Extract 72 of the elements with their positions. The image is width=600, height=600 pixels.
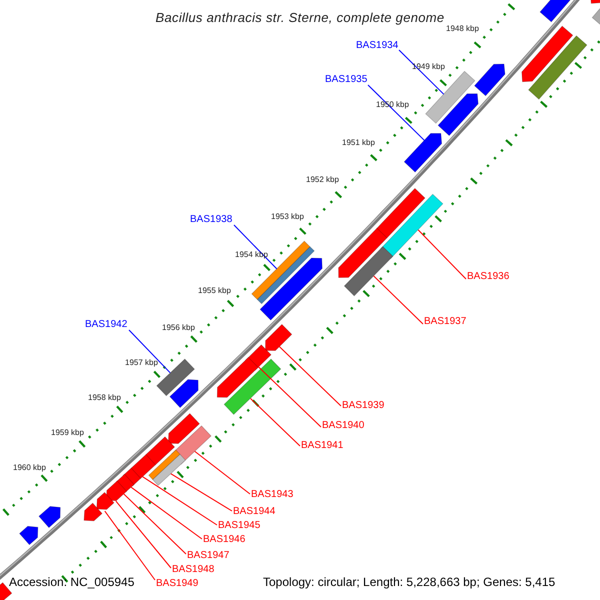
gene-label: BAS1936	[467, 271, 510, 283]
kbp-tick-label: 1960 kbp	[13, 463, 46, 473]
gene-label: BAS1948	[172, 564, 214, 576]
gene-block	[474, 64, 506, 96]
leader-line	[368, 84, 425, 141]
gene-bar	[224, 358, 282, 415]
kbp-tick-label: 1951 kbp	[342, 138, 375, 148]
gene-label: BAS1945	[218, 520, 260, 532]
gene-block	[265, 324, 292, 351]
gene-block	[404, 133, 442, 173]
gene-label: BAS1947	[187, 550, 230, 562]
gene-block	[106, 480, 128, 501]
gene-block	[168, 413, 200, 444]
leader-line	[194, 450, 250, 494]
leader-line	[170, 473, 232, 512]
kbp-tick-label: 1955 kbp	[198, 286, 231, 296]
gene-block	[338, 228, 388, 278]
kbp-tick-label: 1957 kbp	[125, 358, 158, 368]
kbp-tick-label: 1958 kbp	[88, 393, 121, 403]
leader-line	[418, 229, 466, 280]
gene-block	[522, 26, 574, 82]
gene-label: BAS1946	[203, 534, 246, 546]
gene-block	[19, 526, 38, 546]
leader-line	[234, 224, 278, 270]
gene-label: BAS1941	[301, 440, 344, 452]
gene-label: BAS1939	[342, 400, 384, 412]
gene-block	[438, 93, 479, 136]
leader-line	[128, 330, 171, 374]
kbp-tick-label: 1948 kbp	[446, 24, 479, 34]
gene-label: BAS1940	[322, 420, 364, 432]
gene-label: BAS1949	[156, 578, 198, 590]
gene-block	[84, 502, 103, 522]
footer-text: Topology: circular; Length: 5,228,663 bp; Genes: 5,415	[263, 575, 556, 589]
gene-label: BAS1938	[190, 214, 232, 226]
gene-label: BAS1942	[85, 319, 128, 331]
leader-line	[123, 493, 186, 554]
leader-line	[258, 366, 322, 428]
kbp-tick-label: 1956 kbp	[162, 323, 195, 333]
gene-bar	[256, 246, 315, 304]
kbp-tick-label: 1959 kbp	[51, 428, 84, 438]
gene-bar	[425, 70, 476, 124]
gene-block	[38, 506, 61, 528]
gene-bar	[380, 194, 444, 259]
footer-text: Accession: NC_005945	[9, 575, 134, 589]
leader-line	[278, 346, 342, 406]
gene-label: BAS1937	[424, 316, 466, 328]
gene-bar	[156, 358, 195, 396]
gene-bar	[251, 240, 310, 300]
leader-line	[250, 398, 300, 446]
gene-block	[260, 258, 322, 321]
gene-label: BAS1935	[325, 74, 368, 86]
leader-line	[142, 476, 218, 526]
map-title: Bacillus anthracis str. Sterne, complete genome	[154, 9, 446, 26]
leader-line	[130, 486, 202, 540]
gene-label: BAS1943	[251, 489, 294, 501]
gene-bar	[152, 454, 186, 486]
leader-line	[104, 510, 156, 580]
kbp-tick-label: 1953 kbp	[271, 212, 304, 222]
gene-bar	[148, 449, 180, 480]
gene-block	[169, 379, 198, 408]
gene-block	[96, 492, 114, 510]
leader-line	[398, 50, 444, 95]
gene-block	[590, 0, 600, 4]
gene-bar	[344, 246, 394, 296]
gene-block	[216, 356, 259, 398]
kbp-tick-label: 1952 kbp	[306, 175, 339, 185]
gene-label: BAS1934	[356, 40, 398, 52]
gene-label: BAS1944	[233, 506, 276, 518]
gene-block	[376, 188, 426, 238]
leader-line	[115, 500, 172, 568]
gene-bar	[528, 35, 588, 100]
leader-line	[373, 276, 424, 324]
